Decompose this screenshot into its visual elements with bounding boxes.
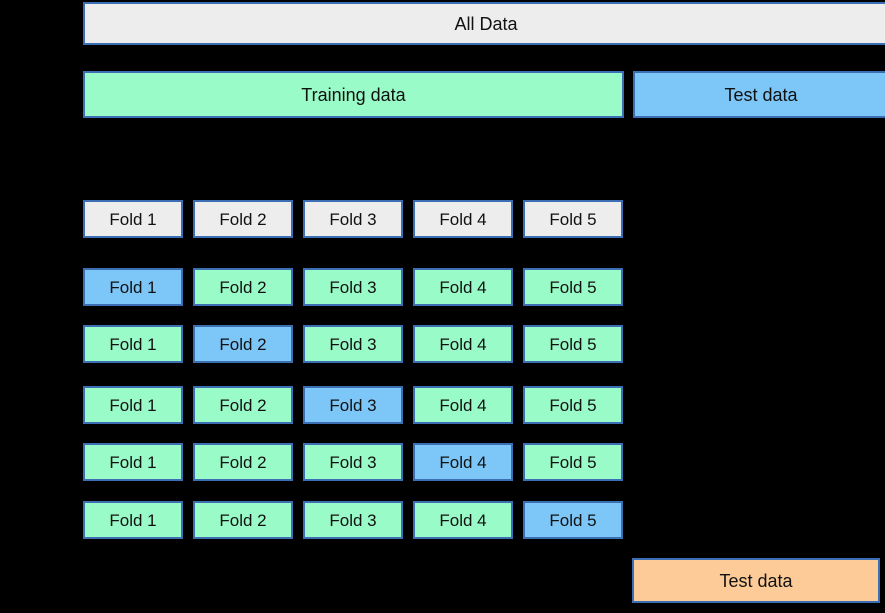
fold-cell-label: Fold 3 <box>329 334 377 354</box>
fold-cell-label: Fold 2 <box>219 334 267 354</box>
fold-header-cell: Fold 2 <box>193 200 293 238</box>
fold-header-label: Fold 1 <box>109 209 157 229</box>
fold-cell-label: Fold 1 <box>109 510 157 530</box>
fold-cell-label: Fold 2 <box>219 277 267 297</box>
test-data-label: Test data <box>724 84 798 105</box>
fold-cell: Fold 5 <box>523 325 623 363</box>
fold-cell-label: Fold 3 <box>329 510 377 530</box>
fold-cell: Fold 4 <box>413 268 513 306</box>
fold-header-label: Fold 3 <box>329 209 377 229</box>
fold-cell: Fold 3 <box>303 268 403 306</box>
fold-cell: Fold 1 <box>83 386 183 424</box>
all-data-bar: All Data <box>83 2 885 45</box>
fold-cell: Fold 2 <box>193 325 293 363</box>
fold-cell-label: Fold 2 <box>219 395 267 415</box>
fold-cell-label: Fold 5 <box>549 395 597 415</box>
fold-cell: Fold 1 <box>83 443 183 481</box>
fold-cell-label: Fold 4 <box>439 395 487 415</box>
fold-cell: Fold 2 <box>193 501 293 539</box>
fold-header-cell: Fold 3 <box>303 200 403 238</box>
cv-split-row-2: Fold 1 Fold 2 Fold 3 Fold 4 Fold 5 <box>83 325 623 363</box>
fold-cell: Fold 5 <box>523 268 623 306</box>
fold-cell-label: Fold 4 <box>439 334 487 354</box>
fold-cell-label: Fold 4 <box>439 452 487 472</box>
fold-cell-label: Fold 1 <box>109 334 157 354</box>
fold-header-cell: Fold 4 <box>413 200 513 238</box>
fold-cell-label: Fold 1 <box>109 395 157 415</box>
fold-cell: Fold 5 <box>523 501 623 539</box>
training-data-bar: Training data <box>83 71 624 118</box>
fold-header-cell: Fold 5 <box>523 200 623 238</box>
fold-cell: Fold 3 <box>303 501 403 539</box>
cv-split-row-5: Fold 1 Fold 2 Fold 3 Fold 4 Fold 5 <box>83 501 623 539</box>
fold-header-label: Fold 4 <box>439 209 487 229</box>
fold-cell: Fold 1 <box>83 501 183 539</box>
fold-cell-label: Fold 5 <box>549 334 597 354</box>
fold-cell-label: Fold 1 <box>109 452 157 472</box>
fold-header-cell: Fold 1 <box>83 200 183 238</box>
fold-header-label: Fold 5 <box>549 209 597 229</box>
fold-cell: Fold 1 <box>83 268 183 306</box>
all-data-label: All Data <box>454 13 518 34</box>
fold-cell-label: Fold 1 <box>109 277 157 297</box>
fold-cell-label: Fold 5 <box>549 277 597 297</box>
fold-cell: Fold 2 <box>193 268 293 306</box>
cv-split-row-4: Fold 1 Fold 2 Fold 3 Fold 4 Fold 5 <box>83 443 623 481</box>
test-data-bar: Test data <box>633 71 885 118</box>
fold-cell-label: Fold 2 <box>219 510 267 530</box>
fold-cell: Fold 2 <box>193 386 293 424</box>
cv-split-row-3: Fold 1 Fold 2 Fold 3 Fold 4 Fold 5 <box>83 386 623 424</box>
fold-cell-label: Fold 3 <box>329 277 377 297</box>
fold-cell: Fold 3 <box>303 386 403 424</box>
fold-cell: Fold 5 <box>523 443 623 481</box>
fold-cell-label: Fold 2 <box>219 452 267 472</box>
fold-cell: Fold 5 <box>523 386 623 424</box>
fold-cell: Fold 1 <box>83 325 183 363</box>
fold-cell: Fold 4 <box>413 325 513 363</box>
fold-cell: Fold 4 <box>413 386 513 424</box>
cv-split-row-1: Fold 1 Fold 2 Fold 3 Fold 4 Fold 5 <box>83 268 623 306</box>
fold-cell-label: Fold 5 <box>549 452 597 472</box>
fold-cell-label: Fold 4 <box>439 277 487 297</box>
fold-cell-label: Fold 3 <box>329 395 377 415</box>
fold-cell-label: Fold 3 <box>329 452 377 472</box>
fold-header-row: Fold 1 Fold 2 Fold 3 Fold 4 Fold 5 <box>83 200 623 238</box>
fold-cell: Fold 3 <box>303 443 403 481</box>
fold-cell: Fold 4 <box>413 501 513 539</box>
fold-cell: Fold 4 <box>413 443 513 481</box>
fold-cell: Fold 2 <box>193 443 293 481</box>
fold-cell-label: Fold 5 <box>549 510 597 530</box>
fold-cell: Fold 3 <box>303 325 403 363</box>
fold-header-label: Fold 2 <box>219 209 267 229</box>
final-test-data-bar: Test data <box>632 558 880 603</box>
final-test-data-label: Test data <box>719 570 793 591</box>
training-data-label: Training data <box>301 84 406 105</box>
fold-cell-label: Fold 4 <box>439 510 487 530</box>
